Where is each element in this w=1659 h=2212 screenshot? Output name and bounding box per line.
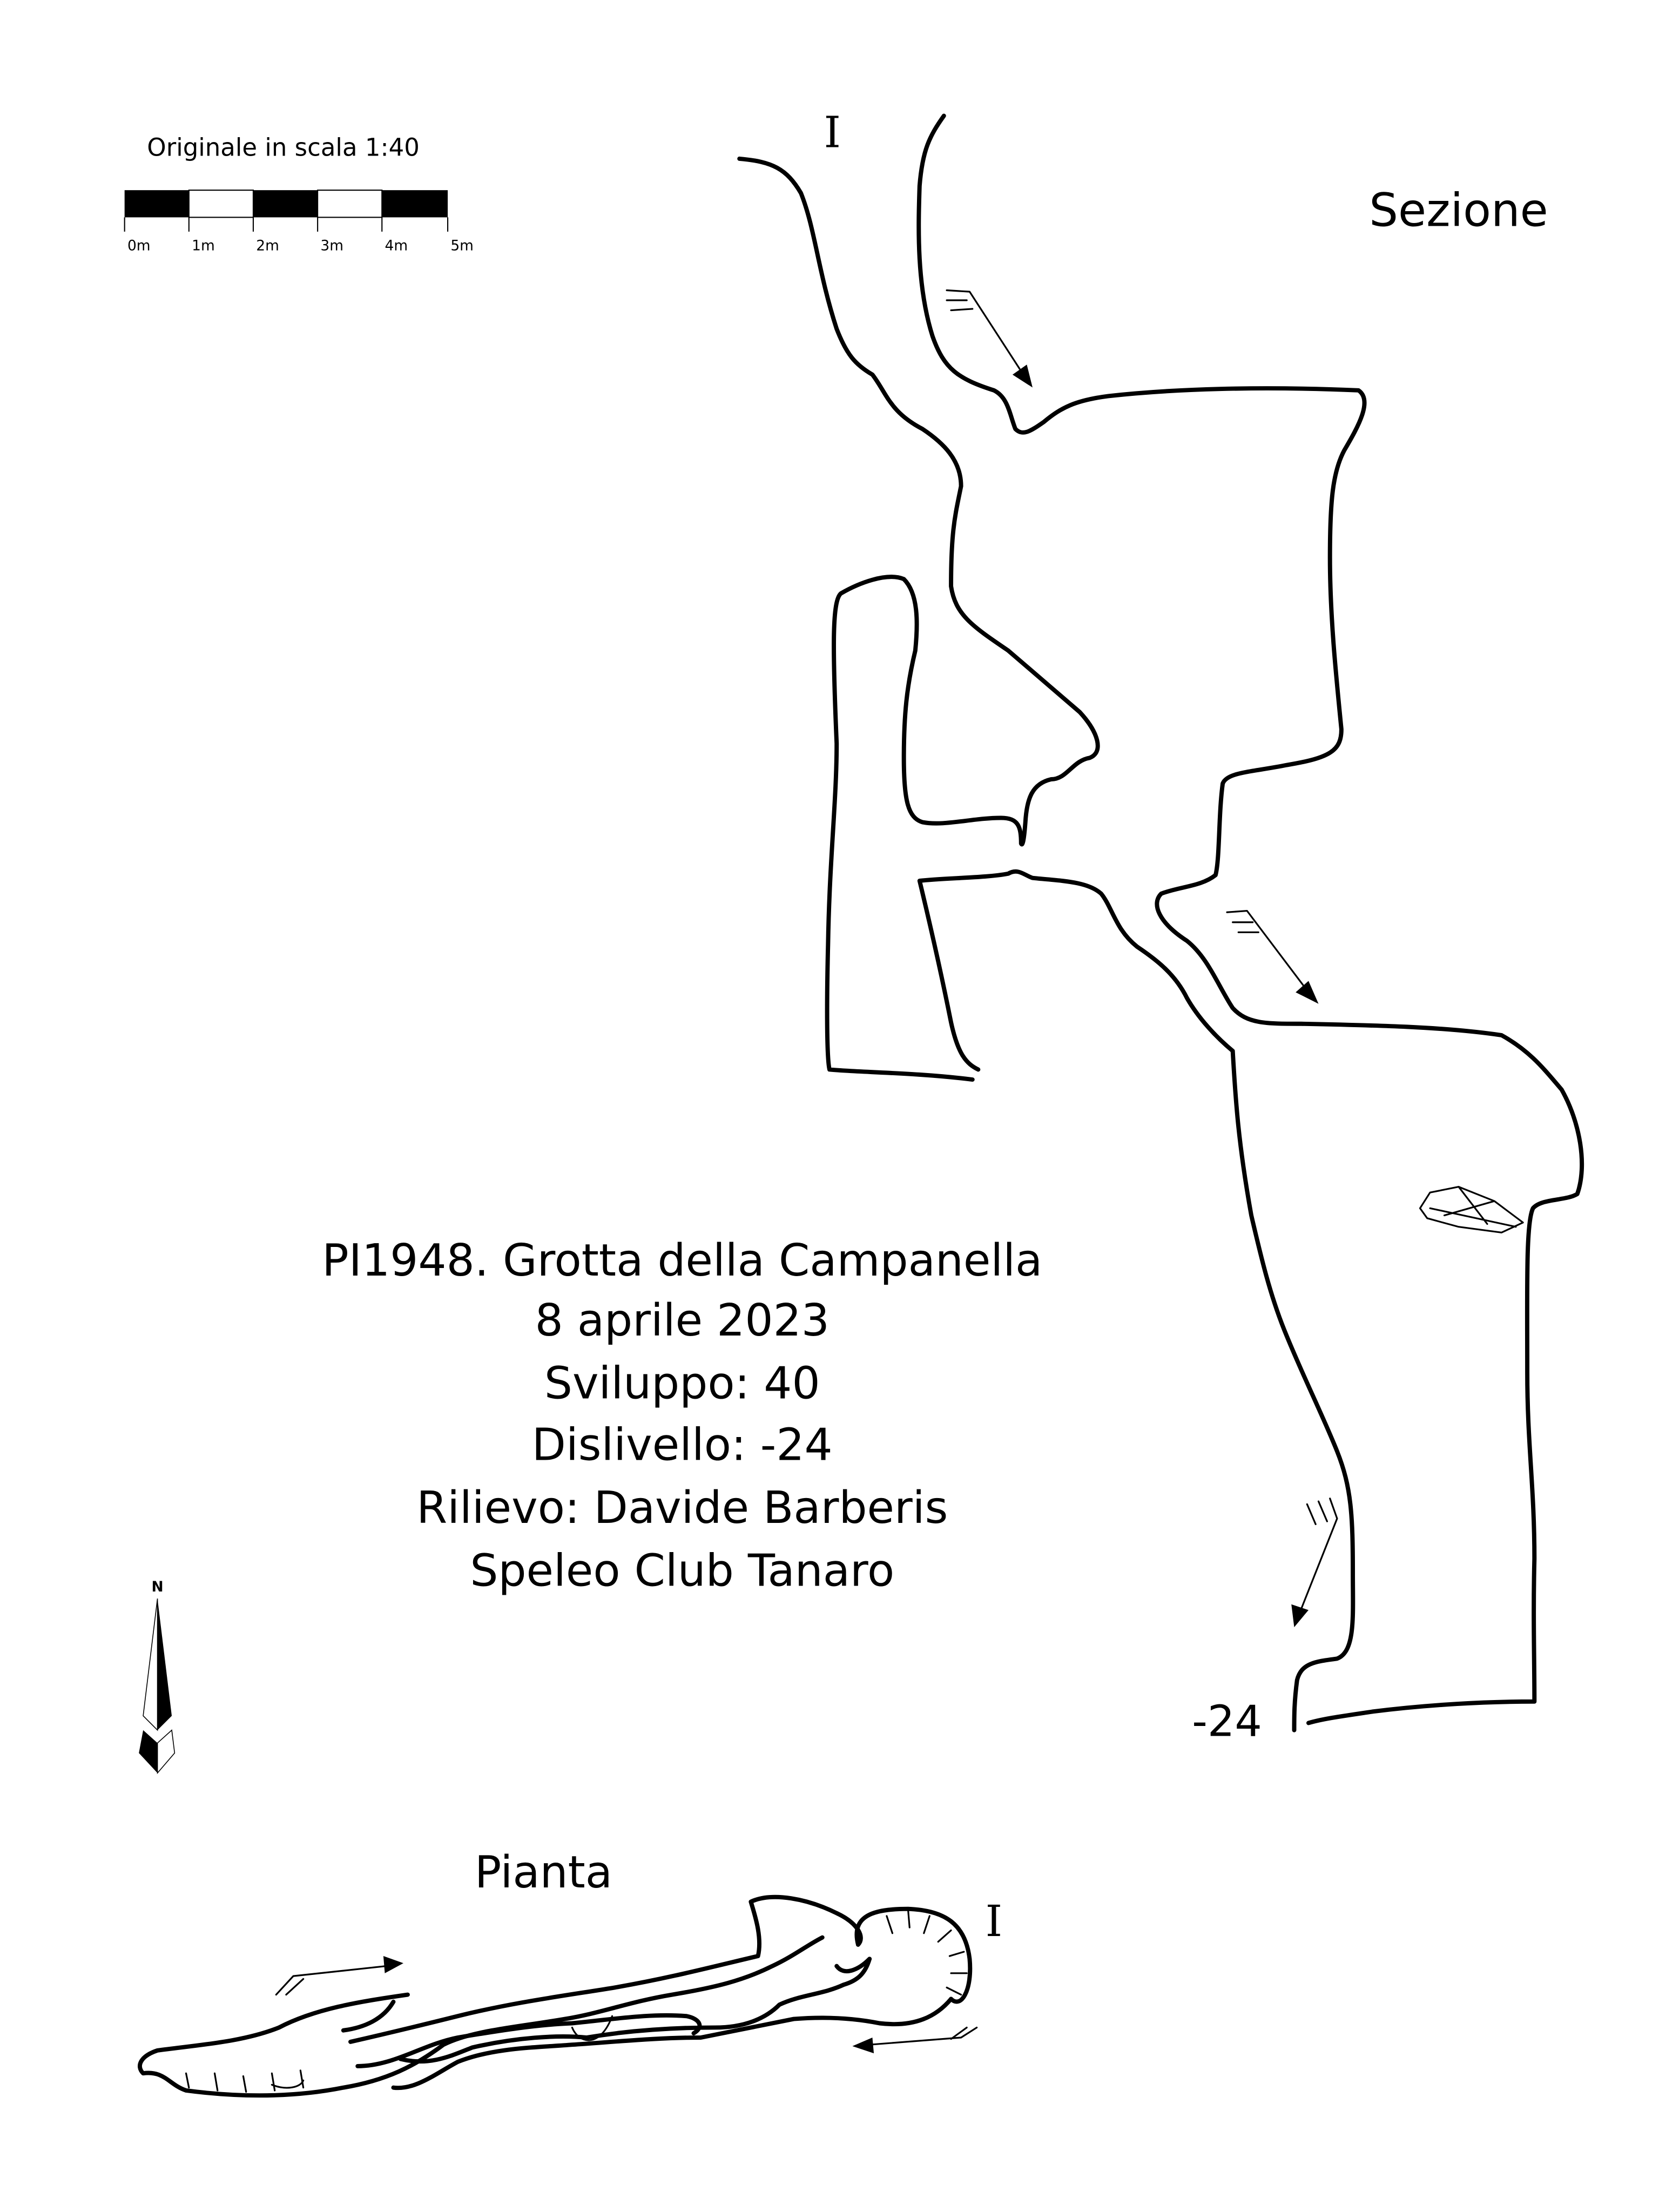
north-arrow-icon: N [139, 1579, 176, 1775]
depth-label: -24 [1192, 1696, 1262, 1746]
survey-date: 8 aprile 2023 [535, 1295, 830, 1346]
boulder-symbol [1419, 1186, 1524, 1233]
scale-tick-label: 2m [256, 237, 279, 254]
survey-depth: Dislivello: -24 [532, 1419, 833, 1471]
section-view: I Sezione -24 [737, 107, 1584, 1746]
scale-tick-label: 1m [192, 237, 215, 254]
section-left-wall [737, 156, 1100, 1082]
slope-arrow [1291, 1498, 1338, 1628]
section-entrance-label: I [824, 107, 841, 158]
plan-entrance-chamber [834, 1906, 973, 2004]
plan-outline-lower [391, 1997, 954, 2090]
slope-arrow [1226, 909, 1319, 1004]
survey-club: Speleo Club Tanaro [470, 1545, 894, 1596]
slope-arrow [852, 2026, 978, 2054]
scale-tick-label: 5m [450, 237, 474, 254]
plan-outline-north [138, 1935, 825, 2098]
scale-tick-label: 3m [320, 237, 343, 254]
plan-view: Pianta I [138, 1847, 1002, 2098]
survey-author: Rilievo: Davide Barberis [416, 1482, 948, 1534]
plan-entrance-label: I [986, 1896, 1002, 1946]
slope-arrow [275, 1956, 403, 1996]
plan-title: Pianta [475, 1847, 612, 1898]
section-lower-left-wall [917, 869, 1355, 1732]
slope-arrow [946, 289, 1033, 388]
section-right-wall [916, 113, 1584, 1725]
survey-development: Sviluppo: 40 [544, 1358, 820, 1409]
scale-tick-label: 4m [385, 237, 408, 254]
survey-title: PI1948. Grotta della Campanella [322, 1235, 1042, 1286]
north-label: N [152, 1579, 164, 1595]
scale-caption: Originale in scala 1:40 [147, 133, 420, 162]
plan-outline-south [355, 1957, 872, 2068]
plan-slope-ticks [185, 1909, 968, 2093]
survey-info: PI1948. Grotta della Campanella 8 aprile… [322, 1235, 1042, 1597]
scale-bar: Originale in scala 1:40 0m 1m 2m 3m 4m 5… [124, 133, 474, 254]
section-title: Sezione [1369, 183, 1548, 237]
scale-tick-label: 0m [127, 237, 151, 254]
